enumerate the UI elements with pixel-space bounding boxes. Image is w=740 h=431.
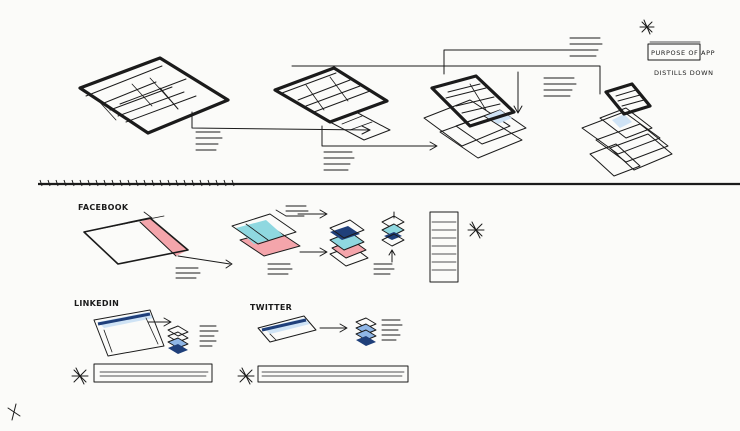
mobile-list-wireframe [429,211,459,283]
star-icon [237,367,255,385]
facebook-label: FACEBOOK [78,203,129,212]
arrow [177,255,231,265]
facebook-scribble-3 [373,263,395,275]
star-icon [639,19,655,35]
scribble-notes-top [195,37,603,171]
cross-icon [7,403,21,421]
twitter-scribble [381,319,403,341]
top-flow: PURPOSE OF APP DISTILLS DOWN [78,19,715,177]
facebook-mini-stack [381,211,405,263]
linkedin-label: LINKEDIN [74,299,119,308]
linkedin-section: LINKEDIN [71,299,219,385]
twitter-wireframe [257,315,317,343]
twitter-bar-wireframe [257,365,409,383]
facebook-scribble [175,267,201,279]
star-icon [467,221,485,239]
linkedin-wireframe [93,309,165,357]
desktop-wireframe-medium [273,66,391,141]
star-icon [71,367,89,385]
note-box-caption: DISTILLS DOWN [654,69,714,77]
desktop-wireframe-large [78,56,230,135]
linkedin-bar-wireframe [93,363,213,383]
linkedin-scribble [199,325,219,347]
facebook-section: FACEBOOK [78,203,485,283]
phone-wireframe [581,82,673,177]
twitter-card-stack [355,317,377,346]
twitter-label: TWITTER [250,303,292,312]
facebook-wireframe [83,211,189,265]
tablet-wireframe [423,74,527,159]
facebook-scribble-2 [267,205,309,275]
facebook-layered-wireframe [231,209,301,257]
note-box-title: PURPOSE OF APP [651,49,715,57]
note-box: PURPOSE OF APP DISTILLS DOWN [639,19,715,77]
connector-arrows [191,49,601,151]
section-divider [38,179,740,187]
twitter-section: TWITTER [237,303,409,385]
facebook-card-stack [329,219,369,267]
linkedin-card-stack [167,325,189,354]
